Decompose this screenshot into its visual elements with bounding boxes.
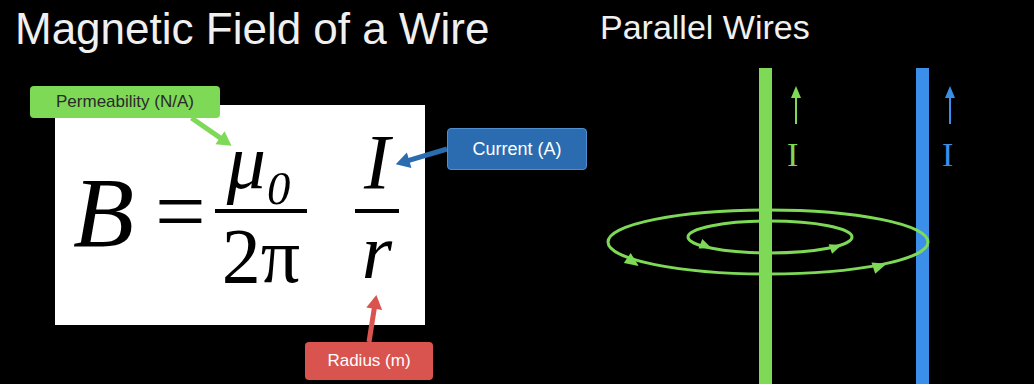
- formula-symbol: I: [364, 123, 390, 201]
- field-loop: [608, 210, 928, 274]
- formula-symbol: =: [155, 167, 206, 257]
- current-label: I: [942, 138, 953, 172]
- callout-text: Radius (m): [327, 351, 410, 371]
- formula-symbol: r: [362, 213, 392, 291]
- callout-arrow: [366, 295, 382, 342]
- callout-box: Radius (m): [305, 342, 433, 380]
- current-arrow: [945, 86, 955, 124]
- field-arrowheads: [624, 239, 889, 274]
- formula-symbol: B: [73, 163, 134, 263]
- formula-symbol: 2π: [222, 217, 300, 295]
- formula-box: B= μ₀ 2π Ir: [55, 105, 425, 325]
- section-heading: Parallel Wires: [600, 10, 810, 44]
- callout-arrow: [192, 118, 232, 146]
- callout-box: Current (A): [447, 128, 587, 170]
- callout-arrow: [396, 149, 447, 168]
- formula-panel: [55, 105, 425, 325]
- formula-symbol: μ₀: [227, 123, 293, 201]
- callout-text: Permeability (N/A): [56, 92, 194, 112]
- green-wire: [759, 68, 772, 384]
- fraction-bar: [355, 209, 399, 213]
- diagram-title: Magnetic Field of a Wire: [15, 4, 489, 54]
- current-label: I: [787, 138, 798, 172]
- callout-box: Permeability (N/A): [30, 86, 220, 118]
- blue-wire: [916, 68, 929, 384]
- callout-text: Current (A): [472, 139, 561, 160]
- current-arrow: [791, 86, 801, 124]
- fraction-bar: [215, 209, 307, 213]
